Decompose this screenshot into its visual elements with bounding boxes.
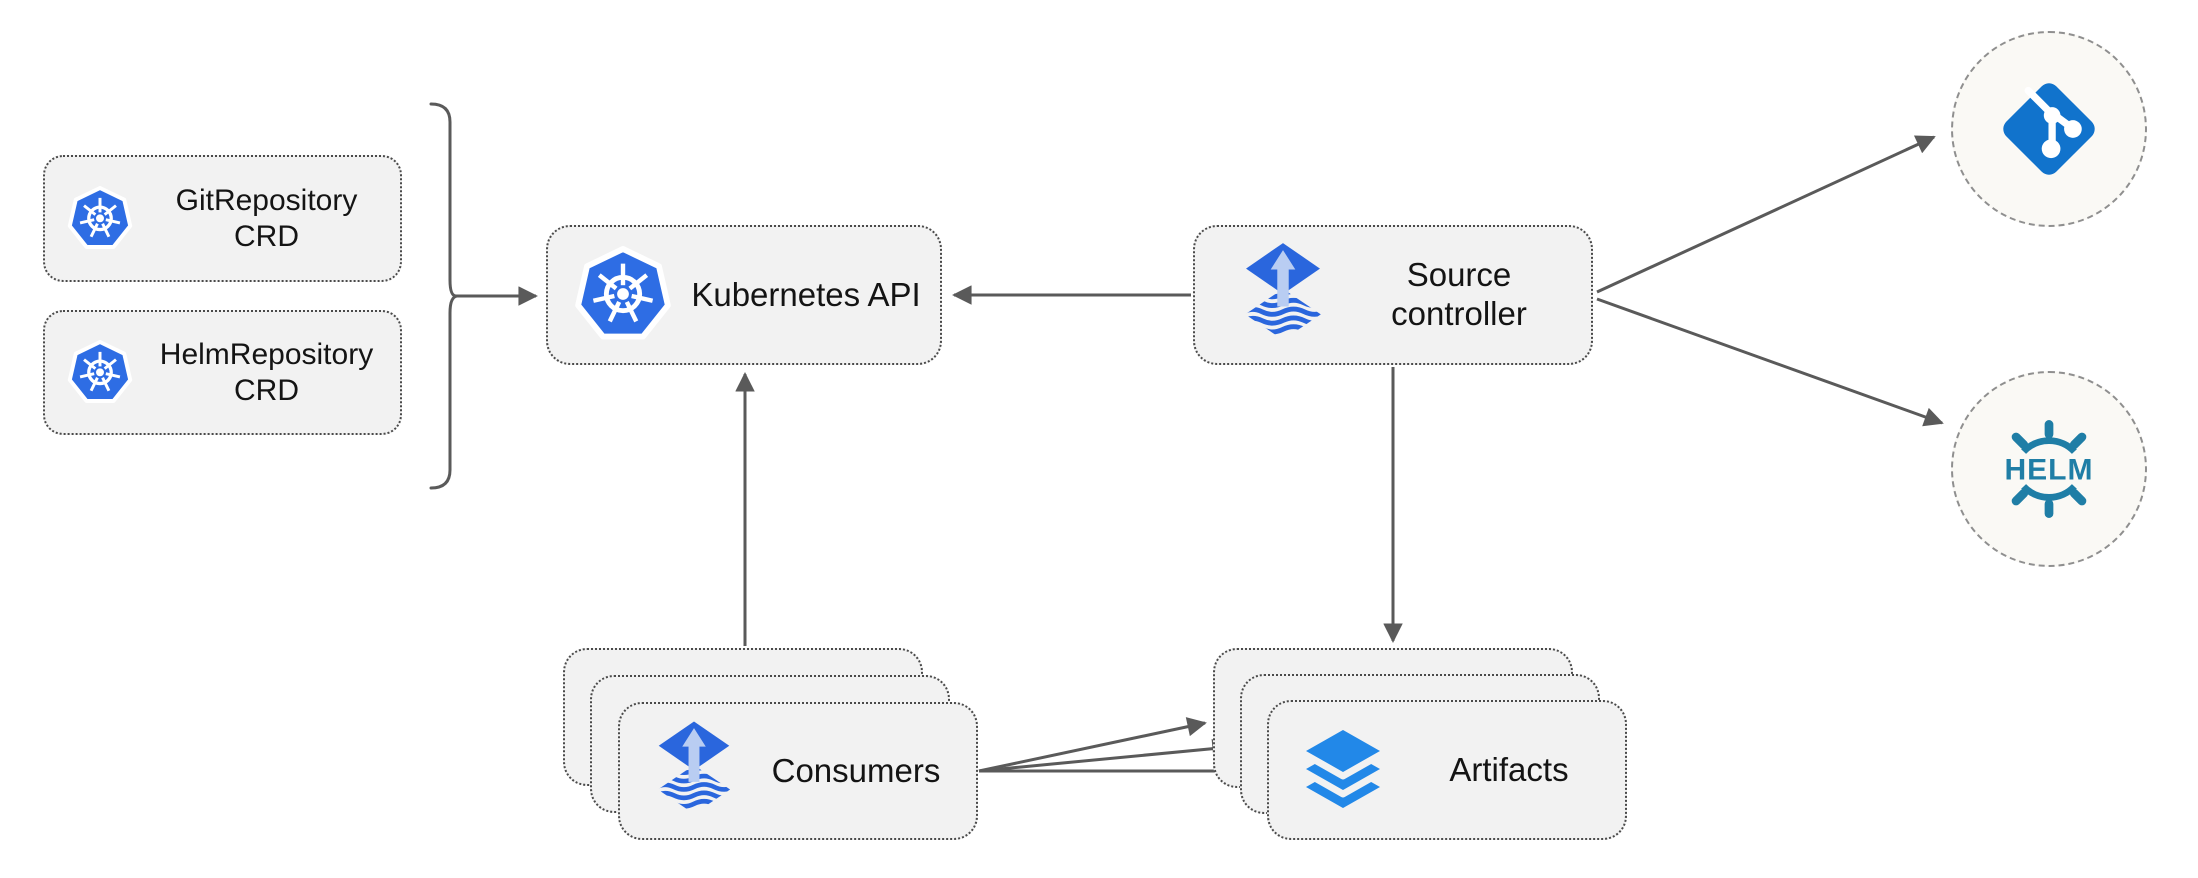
node-label: Kubernetes API [691,275,921,313]
edge-consumers-to-artifacts-2 [978,738,1232,773]
node-label: HelmRepository CRD [159,338,374,407]
node-label: GitRepository CRD [175,184,358,253]
kubernetes-icon [67,339,133,406]
node-label: Artifacts [1449,750,1569,788]
flux-source-icon [1239,243,1327,347]
node-helm-repository-crd: HelmRepository CRD [43,310,402,435]
node-consumers: Consumers [618,702,978,840]
helm-icon: HELM [1986,419,2112,519]
node-git-endpoint [1951,31,2147,227]
helm-wordmark: HELM [2005,454,2094,487]
node-kubernetes-api: Kubernetes API [546,225,942,365]
edge-source-to-git [1596,135,1936,294]
node-label: Source controller [1391,256,1527,332]
flux-source-icon [652,721,736,821]
edge-consumers-to-artifacts-1 [978,717,1207,773]
node-helm-endpoint: HELM [1951,371,2147,567]
git-icon [1997,77,2101,181]
kubernetes-icon [67,185,133,252]
node-git-repository-crd: GitRepository CRD [43,155,402,282]
edge-source-to-helm [1596,297,1944,427]
layers-icon [1293,722,1393,818]
node-label: Consumers [771,751,941,789]
node-source-controller: Source controller [1193,225,1593,365]
crd-group-brace [429,102,458,490]
node-artifacts: Artifacts [1267,700,1627,840]
kubernetes-icon [574,246,672,344]
